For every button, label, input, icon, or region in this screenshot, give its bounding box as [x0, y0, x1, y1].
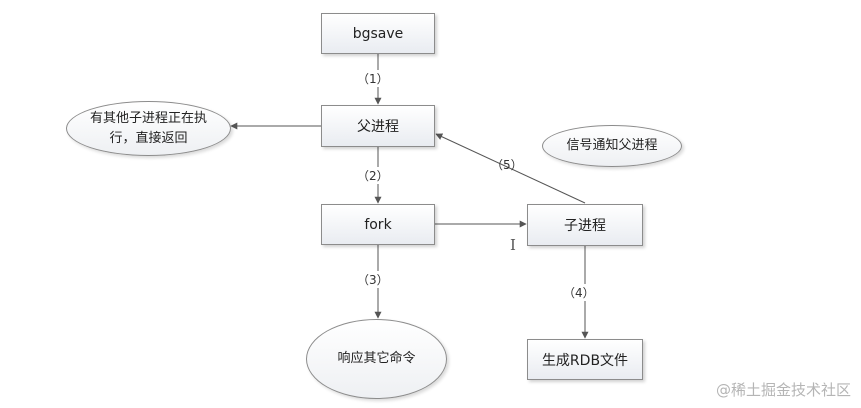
- node-bgsave: bgsave: [321, 13, 435, 54]
- node-signal-label: 信号通知父进程: [566, 138, 658, 153]
- node-bgsave-label: bgsave: [352, 25, 404, 42]
- node-parent-process-label: 父进程: [357, 119, 399, 135]
- node-other-child-line2: 行，直接返回: [109, 130, 188, 146]
- node-fork-label: fork: [364, 216, 392, 233]
- node-fork: fork: [321, 204, 435, 245]
- step-label-3: （3）: [356, 271, 390, 288]
- step-label-2: （2）: [356, 167, 390, 184]
- node-other-child-line1: 有其他子进程正在执: [89, 110, 207, 126]
- step-label-5: （5）: [491, 158, 523, 172]
- node-child-process-label: 子进程: [564, 218, 606, 234]
- node-generate-rdb-label: 生成RDB文件: [541, 352, 629, 369]
- step-label-1: （1）: [356, 70, 390, 87]
- node-child-process: 子进程: [527, 204, 643, 246]
- step-label-4: （4）: [562, 284, 596, 301]
- node-respond-label: 响应其它命令: [337, 351, 416, 366]
- node-signal-parent: 信号通知父进程: [542, 125, 682, 167]
- watermark: @稀土掘金技术社区: [715, 381, 851, 399]
- node-generate-rdb: 生成RDB文件: [527, 339, 643, 380]
- edge-child-to-parent: [435, 133, 586, 204]
- node-respond-other-commands: 响应其它命令: [306, 319, 447, 399]
- node-other-child-running: 有其他子进程正在执 行，直接返回: [66, 101, 231, 156]
- node-parent-process: 父进程: [321, 105, 435, 147]
- text-cursor-icon: I: [510, 236, 516, 254]
